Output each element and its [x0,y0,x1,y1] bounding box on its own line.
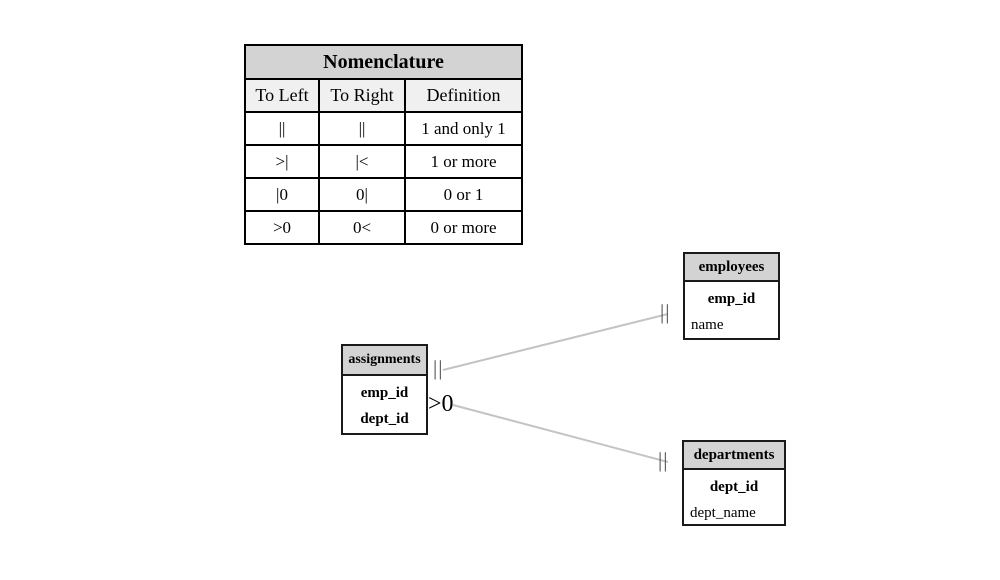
column-header-to-right: To Right [318,78,406,113]
definition-cell: 0 or more [404,210,523,245]
cardinality-assignments-to-employees: || [433,356,444,380]
entity-departments-field-dept-name: dept_name [690,505,756,521]
table-row: || || 1 and only 1 [244,111,523,146]
cardinality-assignments-to-departments: >0 [428,391,454,417]
entity-employees-field-name: name [691,317,724,333]
table-row: To Left To Right Definition [244,78,523,113]
relationship-line-assignments-employees [442,313,669,371]
entity-assignments-title: assignments [343,346,426,376]
table-row: >0 0< 0 or more [244,210,523,245]
symbol-cell: 0| [318,177,406,212]
symbol-cell: || [318,111,406,146]
cardinality-employees-end: || [660,300,671,324]
table-row: >| |< 1 or more [244,144,523,179]
column-header-to-left: To Left [244,78,320,113]
entity-assignments-field-dept-id: dept_id [360,411,409,427]
table-row: |0 0| 0 or 1 [244,177,523,212]
table-row: Nomenclature [244,44,523,80]
symbol-cell: |< [318,144,406,179]
symbol-cell: 0< [318,210,406,245]
symbol-cell: |0 [244,177,320,212]
symbol-cell: >0 [244,210,320,245]
entity-assignments-field-emp-id: emp_id [360,385,409,401]
column-header-definition: Definition [404,78,523,113]
entity-employees-body: emp_id name [685,282,778,338]
definition-cell: 1 or more [404,144,523,179]
entity-assignments-body: emp_id dept_id [343,376,426,432]
entity-employees-field-emp-id: emp_id [707,291,756,307]
entity-departments: departments dept_id dept_name [682,440,786,526]
entity-departments-body: dept_id dept_name [684,470,784,526]
definition-cell: 0 or 1 [404,177,523,212]
symbol-cell: >| [244,144,320,179]
entity-departments-title: departments [684,442,784,470]
nomenclature-table: Nomenclature To Left To Right Definition… [244,44,523,245]
symbol-cell: || [244,111,320,146]
entity-employees-title: employees [685,254,778,282]
entity-departments-field-dept-id: dept_id [709,479,759,495]
definition-cell: 1 and only 1 [404,111,523,146]
entity-assignments: assignments emp_id dept_id [341,344,428,435]
relationship-line-assignments-departments [452,404,669,463]
entity-employees: employees emp_id name [683,252,780,340]
cardinality-departments-end: || [658,448,669,472]
nomenclature-title: Nomenclature [244,44,523,80]
